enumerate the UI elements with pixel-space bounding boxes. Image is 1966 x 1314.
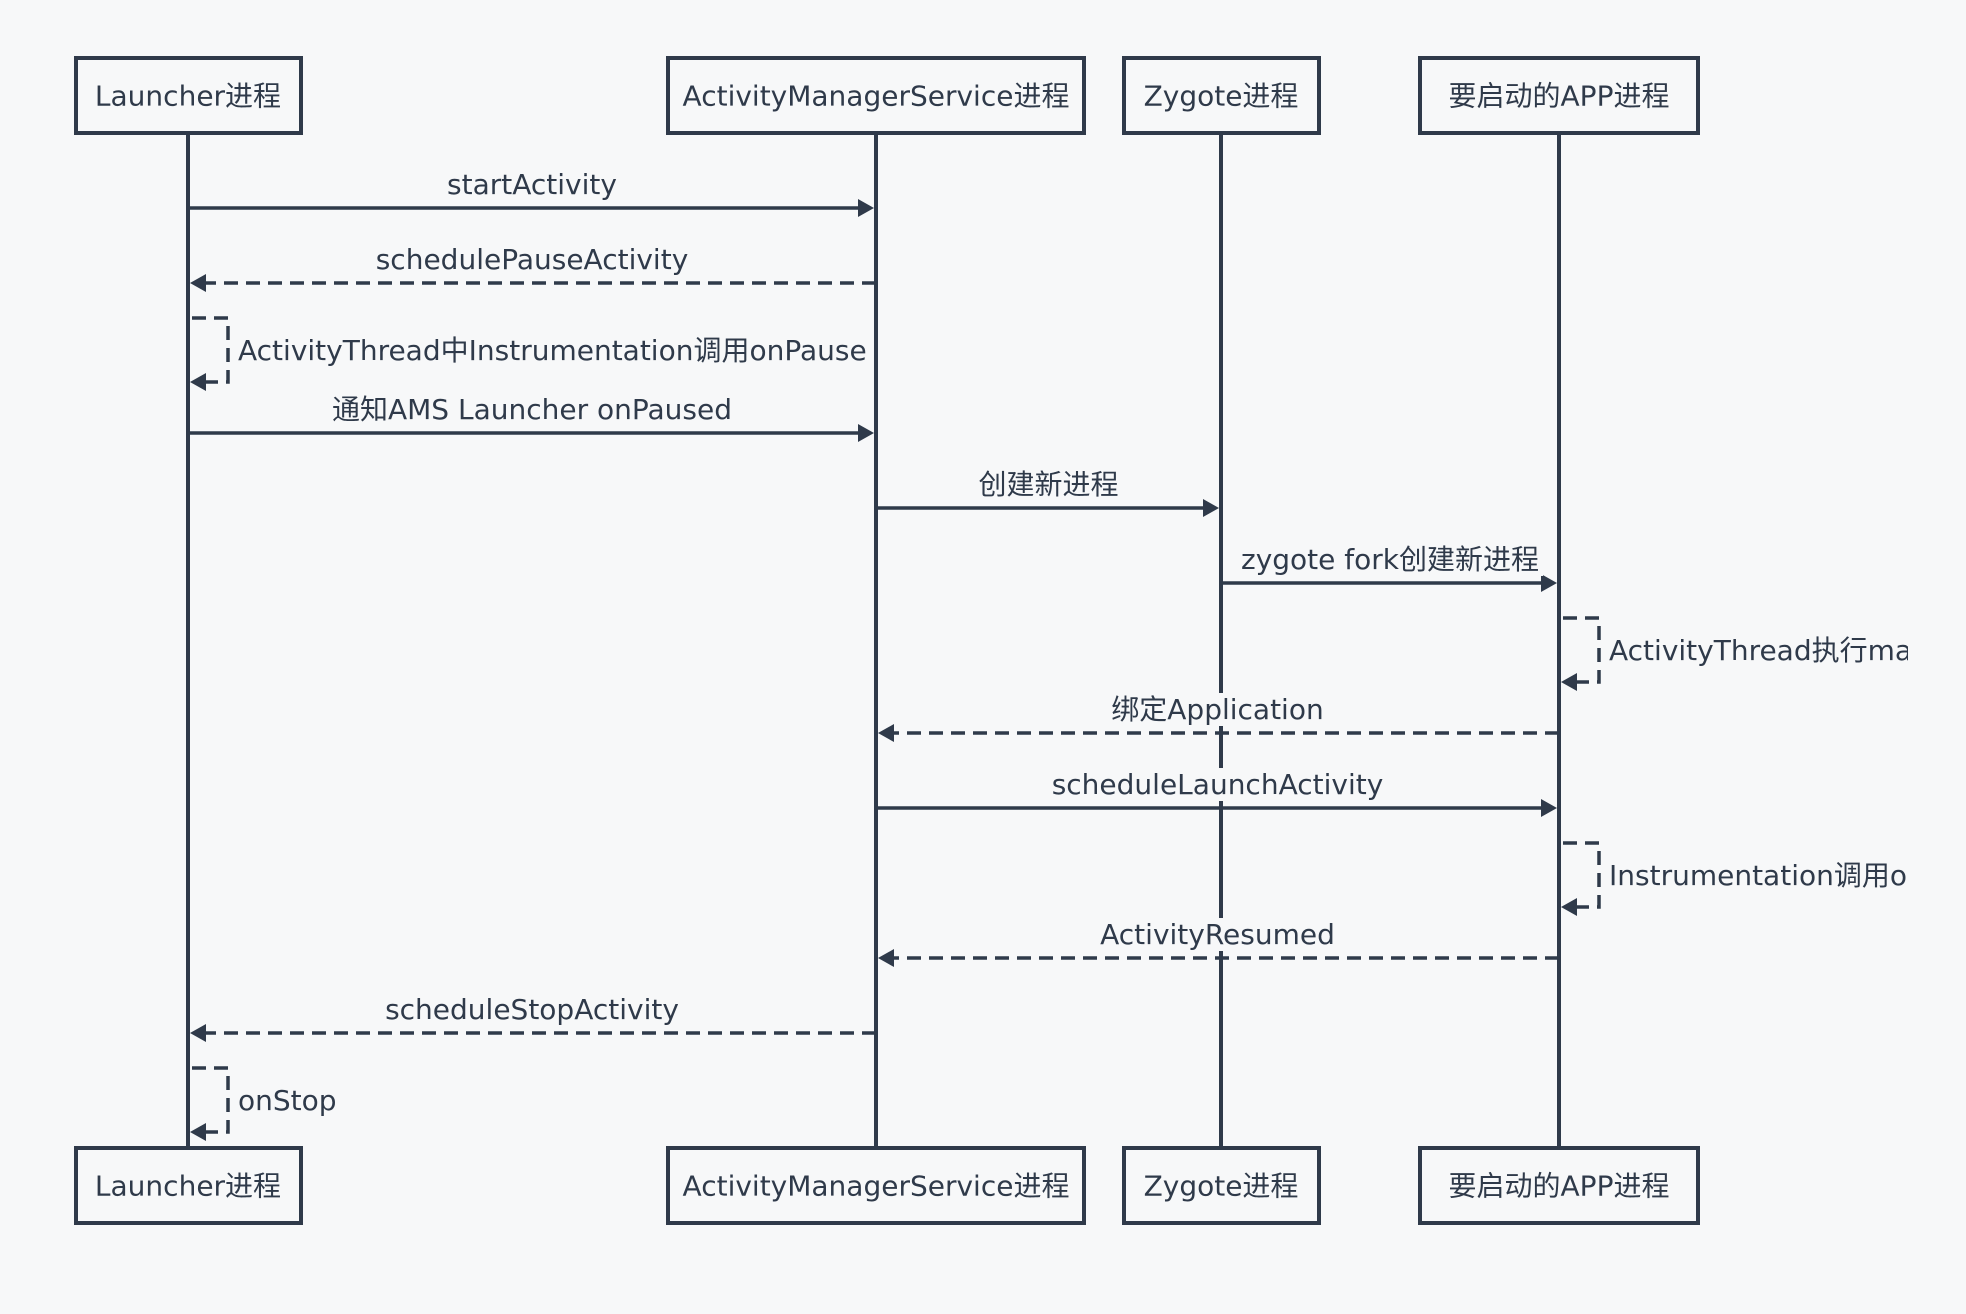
arrowhead [190, 373, 206, 391]
participant-label: Zygote进程 [1144, 80, 1299, 113]
message-8: scheduleLaunchActivity [876, 768, 1557, 817]
participant-rect [1122, 1146, 1321, 1225]
participant-rect [666, 56, 1086, 135]
message-label: schedulePauseActivity [376, 243, 689, 276]
message-label: scheduleLaunchActivity [1052, 768, 1384, 801]
participant-label: Zygote进程 [1144, 1170, 1299, 1203]
participant-label: 要启动的APP进程 [1449, 1170, 1670, 1203]
participant-box-bottom-3: 要启动的APP进程 [1418, 1146, 1700, 1225]
message-label: scheduleStopActivity [385, 993, 679, 1026]
self-message-line [1563, 616, 1601, 684]
participant-rect [74, 1146, 303, 1225]
message-label-background [1096, 918, 1339, 951]
participants: Launcher进程 Launcher进程 ActivityManagerServi… [74, 56, 1700, 1225]
message-label: zygote fork创建新进程 [1241, 543, 1539, 576]
arrowhead [878, 949, 894, 967]
message-label-background [1047, 768, 1388, 801]
message-label-background [443, 168, 621, 201]
arrowhead [1541, 574, 1557, 592]
message-label-background [234, 1084, 341, 1117]
message-label-background [1107, 693, 1328, 726]
arrowhead [1561, 898, 1577, 916]
self-message-line [192, 316, 230, 384]
message-label: ActivityResumed [1100, 918, 1335, 951]
participant-rect [666, 1146, 1086, 1225]
message-label-background [1605, 634, 1924, 667]
participant-label: Launcher进程 [95, 80, 281, 113]
arrowhead [190, 1024, 206, 1042]
message-1: schedulePauseActivity [190, 243, 876, 292]
message-2: ActivityThread中Instrumentation调用onPause [190, 316, 871, 391]
messages: startActivity schedulePauseActivityActivi… [188, 168, 1924, 1141]
participant-box-top-1: ActivityManagerService进程 [666, 56, 1086, 135]
participant-box-top-0: Launcher进程 [74, 56, 303, 135]
participant-box-bottom-2: Zygote进程 [1122, 1146, 1321, 1225]
message-label: 创建新进程 [978, 468, 1118, 501]
message-label-background [381, 993, 683, 1026]
participant-rect [1418, 56, 1700, 135]
message-12: onStop [190, 1066, 341, 1141]
lifelines [186, 133, 1561, 1148]
self-message-line [1563, 841, 1601, 909]
message-3: 通知AMS Launcher onPaused [188, 393, 874, 442]
participant-label: ActivityManagerService进程 [683, 80, 1070, 113]
message-label: 绑定Application [1111, 693, 1323, 726]
message-label: startActivity [447, 168, 617, 201]
arrowhead [1541, 799, 1557, 817]
message-label-background [234, 334, 871, 367]
message-label-background [371, 243, 693, 276]
message-label-background [1237, 543, 1543, 576]
message-label-background [327, 393, 737, 426]
message-5: zygote fork创建新进程 [1221, 543, 1557, 592]
arrowhead [878, 724, 894, 742]
message-label-background [974, 468, 1123, 501]
message-0: startActivity [188, 168, 874, 217]
message-9: Instrumentation调用or [1561, 841, 1923, 916]
message-label: Instrumentation调用or [1609, 859, 1919, 892]
participant-label: Launcher进程 [95, 1170, 281, 1203]
message-6: ActivityThread执行mai [1561, 616, 1924, 691]
self-message-line [192, 1066, 230, 1134]
participant-box-top-2: Zygote进程 [1122, 56, 1321, 135]
message-label: ActivityThread中Instrumentation调用onPause [238, 334, 867, 367]
participant-box-bottom-1: ActivityManagerService进程 [666, 1146, 1086, 1225]
message-10: ActivityResumed [878, 918, 1559, 967]
message-7: 绑定Application [878, 693, 1559, 742]
arrowhead [1203, 499, 1219, 517]
message-label: 通知AMS Launcher onPaused [332, 393, 732, 426]
participant-rect [1122, 56, 1321, 135]
arrowhead [1561, 673, 1577, 691]
arrowhead [858, 199, 874, 217]
participant-rect [74, 56, 303, 135]
message-4: 创建新进程 [876, 468, 1219, 517]
message-label: onStop [238, 1084, 337, 1117]
arrowhead [190, 274, 206, 292]
message-label: ActivityThread执行mai [1609, 634, 1920, 667]
participant-box-bottom-0: Launcher进程 [74, 1146, 303, 1225]
arrowhead [190, 1123, 206, 1141]
participant-rect [1418, 1146, 1700, 1225]
message-11: scheduleStopActivity [190, 993, 876, 1042]
participant-label: ActivityManagerService进程 [683, 1170, 1070, 1203]
arrowhead [858, 424, 874, 442]
message-label-background [1605, 859, 1923, 892]
participant-box-top-3: 要启动的APP进程 [1418, 56, 1700, 135]
participant-label: 要启动的APP进程 [1449, 80, 1670, 113]
